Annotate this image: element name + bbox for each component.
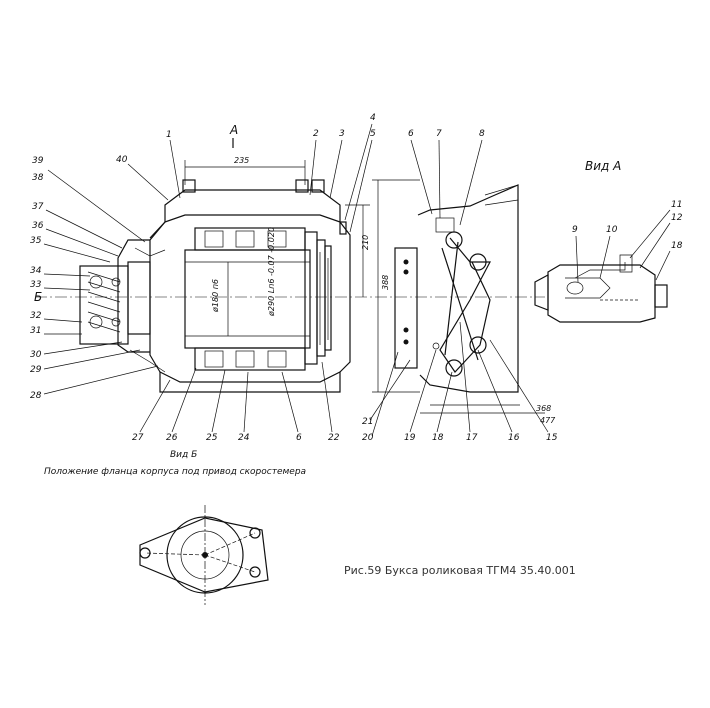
callout-33: 33 [30, 280, 42, 290]
callout-5: 5 [370, 129, 376, 139]
dimension-210: 210 [361, 235, 370, 250]
callout-10: 10 [606, 225, 618, 235]
figure-caption: Рис.59 Букса роликовая ТГМ4 35.40.001 [344, 564, 576, 577]
callout-20: 20 [362, 433, 374, 443]
dimension-368: 368 [536, 404, 551, 413]
callout-22: 22 [328, 433, 340, 443]
callout-26: 26 [166, 433, 178, 443]
side-view: 368 477 [394, 184, 556, 425]
callout-36: 36 [32, 221, 44, 231]
callout-6-top: 6 [408, 129, 414, 139]
dimension-388: 388 [381, 275, 390, 290]
callout-8: 8 [479, 129, 485, 139]
callout-2: 2 [313, 129, 319, 139]
dimension-477: 477 [540, 416, 556, 425]
section-label-b: Б [34, 290, 42, 304]
callout-35: 35 [30, 236, 42, 246]
callout-7: 7 [436, 129, 442, 139]
callout-34: 34 [30, 266, 42, 276]
callout-3: 3 [339, 129, 345, 139]
callout-27: 27 [132, 433, 144, 443]
callout-6-bottom: 6 [296, 433, 302, 443]
main-section-view: 235 210 388 ø180 п6 ø290 Lп6 -0.07 -0.02… [34, 123, 545, 393]
callout-25: 25 [206, 433, 218, 443]
callout-18-view-a: 18 [671, 241, 683, 251]
flange-note: Положение фланца корпуса под привод скор… [44, 467, 306, 477]
fit-note-1: ø180 п6 [211, 279, 220, 313]
callout-16: 16 [508, 433, 520, 443]
view-a-detail: Вид А [534, 159, 668, 323]
callout-labels: 1 2 3 4 5 6 7 8 39 38 40 37 36 35 34 33 … [30, 113, 683, 443]
callout-15: 15 [546, 433, 558, 443]
view-b-title: Вид Б [170, 450, 197, 460]
section-label-a: А [229, 123, 238, 137]
callout-28: 28 [30, 391, 42, 401]
callout-19: 19 [404, 433, 416, 443]
callout-38: 38 [32, 173, 44, 183]
callout-9: 9 [572, 225, 578, 235]
dimension-235: 235 [234, 156, 249, 165]
callout-11: 11 [671, 200, 682, 210]
callout-1: 1 [166, 130, 172, 140]
callout-30: 30 [30, 350, 42, 360]
callout-17: 17 [466, 433, 478, 443]
callout-31: 31 [30, 326, 41, 336]
view-b-detail: Вид Б [139, 450, 269, 605]
callout-37: 37 [32, 202, 44, 212]
view-a-title: Вид А [585, 159, 621, 173]
callout-39: 39 [32, 156, 44, 166]
callout-18: 18 [432, 433, 444, 443]
callout-21: 21 [362, 417, 373, 427]
callout-24: 24 [238, 433, 250, 443]
callout-12: 12 [671, 213, 683, 223]
callout-32: 32 [30, 311, 42, 321]
callout-29: 29 [30, 365, 42, 375]
callout-4: 4 [370, 113, 376, 123]
callout-40: 40 [116, 155, 128, 165]
fit-note-2: ø290 Lп6 -0.07 -0.020 [267, 227, 276, 317]
